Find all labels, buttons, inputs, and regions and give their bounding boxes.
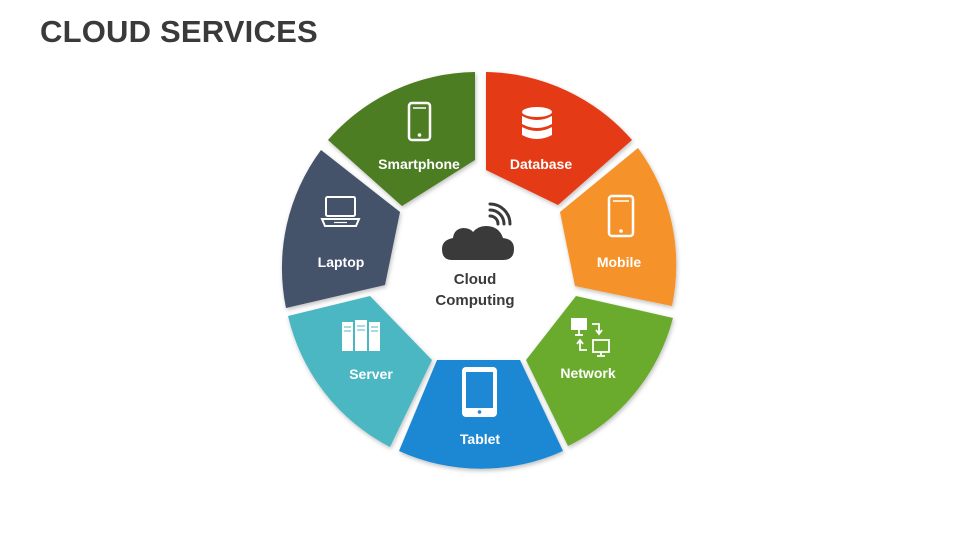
mobile-icon	[607, 194, 635, 238]
segment-laptop-shape	[281, 150, 400, 308]
tablet-icon	[462, 367, 497, 417]
segment-laptop-label: Laptop	[318, 254, 365, 270]
segment-tablet: Tablet	[399, 360, 563, 469]
segment-server-shape	[288, 296, 432, 447]
database-icon	[522, 107, 552, 139]
segment-mobile-shape	[560, 148, 677, 306]
center-label-line2: Computing	[435, 292, 514, 309]
segment-server: Server	[288, 296, 432, 447]
segment-tablet-label: Tablet	[460, 431, 501, 447]
smartphone-icon	[407, 101, 432, 142]
segment-smartphone: Smartphone	[328, 72, 475, 206]
cloud-wifi-icon	[442, 202, 514, 260]
center-cloud-computing: Cloud Computing	[435, 202, 515, 309]
laptop-icon	[320, 196, 361, 227]
segment-database: Database	[486, 72, 632, 205]
center-label-line1: Cloud	[454, 271, 497, 288]
segment-database-label: Database	[510, 156, 572, 172]
segment-smartphone-label: Smartphone	[378, 156, 460, 172]
segment-laptop: Laptop	[281, 150, 400, 308]
segment-network-label: Network	[560, 365, 615, 381]
page-title: CLOUD SERVICES	[40, 14, 318, 49]
segment-smartphone-shape	[328, 72, 475, 206]
segment-server-label: Server	[349, 366, 393, 382]
segment-database-shape	[486, 72, 632, 205]
server-icon	[342, 320, 380, 351]
segment-network-shape	[526, 296, 673, 446]
segment-network: Network	[526, 296, 673, 446]
segment-mobile: Mobile	[560, 148, 677, 306]
segment-mobile-label: Mobile	[597, 254, 642, 270]
network-icon	[571, 318, 610, 357]
